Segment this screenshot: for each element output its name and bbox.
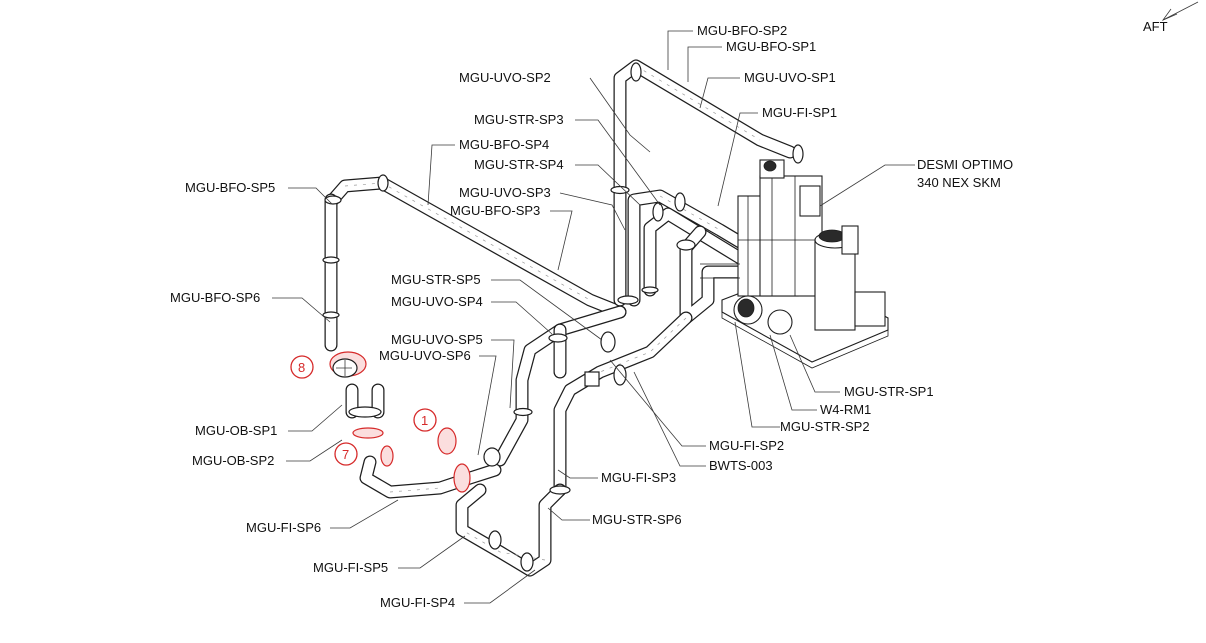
spool-label: MGU-STR-SP5 xyxy=(391,272,481,287)
marked-flange-7b xyxy=(380,445,394,467)
spool-label: MGU-FI-SP1 xyxy=(762,105,837,120)
ob-flange xyxy=(348,406,382,418)
spool-label: BWTS-003 xyxy=(709,458,773,473)
marker-number: 7 xyxy=(342,447,349,462)
spool-label: MGU-FI-SP6 xyxy=(246,520,321,535)
spool-label: MGU-UVO-SP6 xyxy=(379,348,471,363)
leader-lines xyxy=(272,30,915,604)
aft-arrow-shaft xyxy=(1162,1,1199,21)
marker-number: 8 xyxy=(298,360,305,375)
flange xyxy=(377,174,389,192)
pipe-fi-bottom-loop xyxy=(455,483,567,577)
valve-cross-icon xyxy=(336,360,352,376)
spool-label: MGU-STR-SP1 xyxy=(844,384,934,399)
flange xyxy=(613,364,627,386)
spool-label: MGU-BFO-SP5 xyxy=(185,180,275,195)
spool-label: MGU-FI-SP2 xyxy=(709,438,784,453)
flange xyxy=(652,202,664,222)
spool-label: MGU-UVO-SP4 xyxy=(391,294,483,309)
marker-circle xyxy=(334,442,358,466)
aft-label: AFT xyxy=(1143,19,1168,34)
flange xyxy=(792,144,804,164)
spool-label: MGU-BFO-SP4 xyxy=(459,137,549,152)
marked-flange-1 xyxy=(437,427,457,455)
flange xyxy=(322,311,340,319)
pipe-flanges xyxy=(322,62,804,572)
spool-label: MGU-UVO-SP1 xyxy=(744,70,836,85)
spool-label: MGU-UVO-SP5 xyxy=(391,332,483,347)
flange xyxy=(520,552,534,572)
spool-label: MGU-BFO-SP1 xyxy=(726,39,816,54)
marker-callouts: 8 1 7 xyxy=(290,355,437,466)
spool-label: MGU-OB-SP2 xyxy=(192,453,274,468)
equipment-label-line2: 340 NEX SKM xyxy=(917,175,1001,190)
pipe-ob-bend xyxy=(345,383,385,419)
flange xyxy=(488,530,502,550)
aft-arrow-head-icon xyxy=(1161,8,1178,21)
spool-label: MGU-BFO-SP3 xyxy=(450,203,540,218)
spool-label: MGU-UVO-SP2 xyxy=(459,70,551,85)
flange xyxy=(548,333,568,343)
inline-box-fitting xyxy=(584,371,600,387)
pipe-overboard xyxy=(359,455,502,499)
flange xyxy=(617,295,639,305)
marker-circle xyxy=(413,408,437,432)
uv-reactor xyxy=(814,239,856,331)
unit-inlet-pipe xyxy=(700,263,740,279)
flange xyxy=(600,331,616,353)
flange xyxy=(322,256,340,264)
unit-skid-edge xyxy=(721,312,889,369)
flange xyxy=(641,286,659,294)
marker-circle xyxy=(290,355,314,379)
equipment-label: DESMI OPTIMO 340 NEX SKM xyxy=(917,157,1013,190)
marked-parts xyxy=(329,351,471,493)
spool-label: MGU-UVO-SP3 xyxy=(459,185,551,200)
filter-body xyxy=(799,185,821,217)
spool-label: MGU-OB-SP1 xyxy=(195,423,277,438)
equipment-label-line1: DESMI OPTIMO xyxy=(917,157,1013,172)
flange xyxy=(483,447,501,467)
pump-casing xyxy=(767,309,793,335)
flange xyxy=(630,62,642,82)
spool-label: MGU-STR-SP6 xyxy=(592,512,682,527)
marked-flange-7 xyxy=(352,427,384,439)
unit-panel xyxy=(854,291,886,327)
pump-motor-fan-icon xyxy=(737,298,755,318)
pipe-str-riser xyxy=(627,189,752,307)
flange xyxy=(674,192,686,212)
spool-label: MGU-STR-SP4 xyxy=(474,157,564,172)
spool-label: MGU-BFO-SP6 xyxy=(170,290,260,305)
spool-label: MGU-FI-SP3 xyxy=(601,470,676,485)
flange xyxy=(324,195,342,205)
spool-labels: MGU-BFO-SP2 MGU-BFO-SP1 MGU-UVO-SP2 MGU-… xyxy=(170,23,934,610)
spool-label: MGU-BFO-SP2 xyxy=(697,23,787,38)
flange xyxy=(676,239,696,251)
aft-orientation-indicator: AFT xyxy=(1143,1,1199,34)
flange xyxy=(513,407,533,417)
spool-label: W4-RM1 xyxy=(820,402,871,417)
pipe-uvo-riser xyxy=(643,207,747,297)
uv-reactor-cap-icon xyxy=(818,229,846,243)
flange xyxy=(549,485,571,495)
spool-label: MGU-STR-SP3 xyxy=(474,112,564,127)
bwts-unit-desmi xyxy=(700,159,889,369)
spool-label: MGU-STR-SP2 xyxy=(780,419,870,434)
marked-flange-1b xyxy=(453,463,471,493)
spool-label: MGU-FI-SP5 xyxy=(313,560,388,575)
valve-actuator-icon xyxy=(763,160,777,172)
control-box xyxy=(841,225,859,255)
spool-label: MGU-FI-SP4 xyxy=(380,595,455,610)
marker-number: 1 xyxy=(421,413,428,428)
